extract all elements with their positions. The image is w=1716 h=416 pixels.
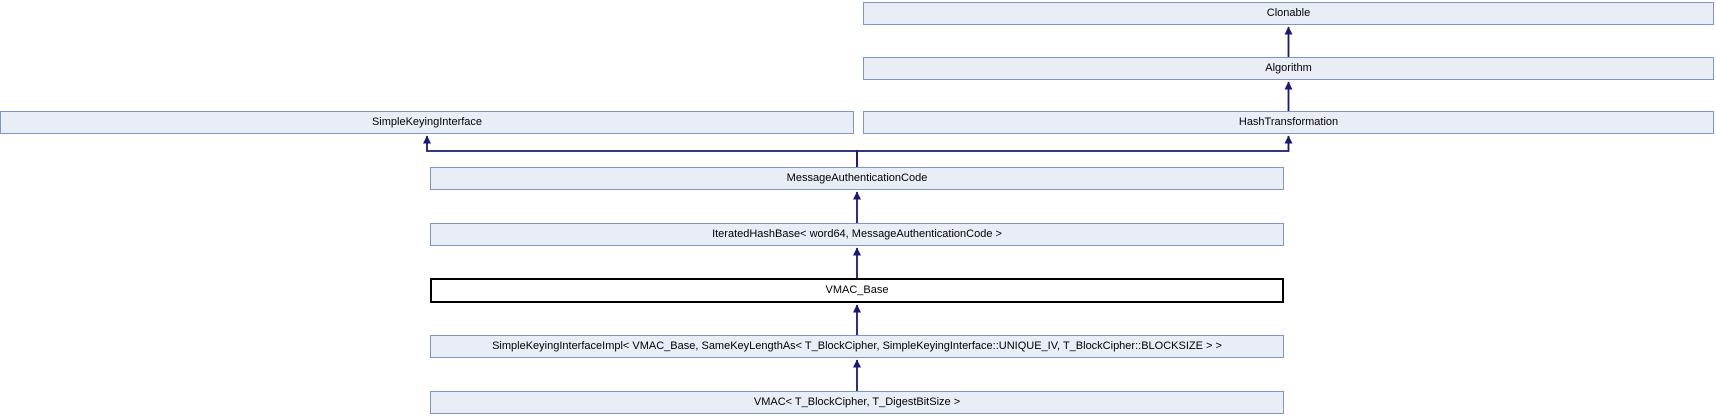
class-node-simplekeyinginterfaceimpl[interactable]: SimpleKeyingInterfaceImpl< VMAC_Base, Sa…	[430, 335, 1284, 358]
class-node-iteratedhashbase[interactable]: IteratedHashBase< word64, MessageAuthent…	[430, 223, 1284, 246]
class-node-vmac[interactable]: VMAC< T_BlockCipher, T_DigestBitSize >	[430, 391, 1284, 414]
class-node-messageauthenticationcode[interactable]: MessageAuthenticationCode	[430, 167, 1284, 190]
class-node-simplekeyinginterface[interactable]: SimpleKeyingInterface	[0, 111, 854, 134]
edge-mac-to-hashtransformation	[856, 135, 1293, 167]
class-node-hashtransformation[interactable]: HashTransformation	[863, 111, 1714, 134]
edge-mac-to-simplekeyinginterface	[423, 135, 858, 167]
class-node-vmacbase-current: VMAC_Base	[430, 278, 1284, 303]
class-node-clonable[interactable]: Clonable	[863, 2, 1714, 25]
class-node-algorithm[interactable]: Algorithm	[863, 57, 1714, 80]
